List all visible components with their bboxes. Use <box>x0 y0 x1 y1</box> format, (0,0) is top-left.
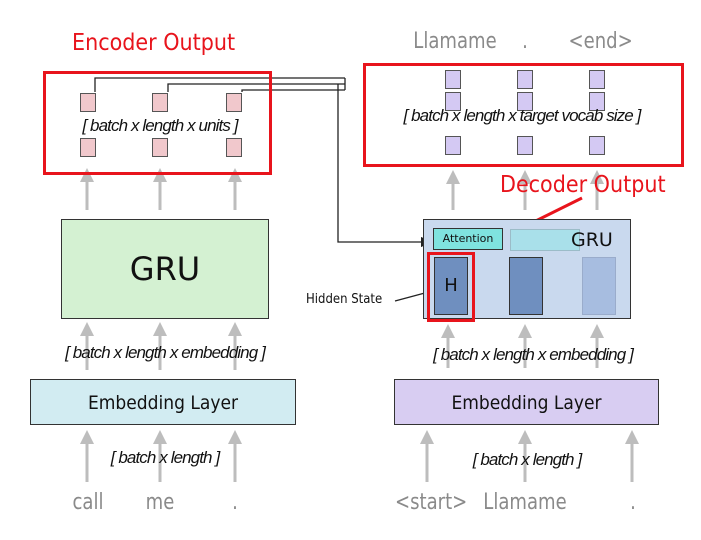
decoder-cell <box>589 92 605 111</box>
encoder-cell <box>80 138 96 157</box>
encoder-input-dims: [ batch x length ] <box>110 448 220 467</box>
decoder-input-token: . <box>630 490 636 515</box>
encoder-cell <box>152 138 168 157</box>
encoder-cell <box>226 138 242 157</box>
attention-box-faded <box>510 229 580 251</box>
encoder-input-arrows <box>80 430 242 482</box>
decoder-embedding-label: Embedding Layer <box>451 392 602 414</box>
decoder-embedding-layer: Embedding Layer <box>394 379 659 425</box>
decoder-input-token: Llamame <box>483 490 567 515</box>
decoder-cell <box>589 136 605 155</box>
decoder-input-token: <start> <box>395 490 468 515</box>
encoder-output-label: Encoder Output <box>72 30 236 56</box>
decoder-cell <box>517 70 533 89</box>
hidden-cell: H <box>434 257 468 315</box>
encoder-to-attention-lines <box>94 77 432 248</box>
decoder-output-highlight <box>363 63 684 167</box>
encoder-embed-dims: [ batch x length x embedding ] <box>65 343 266 362</box>
decoder-cell <box>517 92 533 111</box>
attention-box: Attention <box>433 228 503 250</box>
decoder-embed-dims: [ batch x length x embedding ] <box>433 345 634 364</box>
decoder-cell <box>445 70 461 89</box>
decoder-input-arrows <box>420 430 639 482</box>
decoder-cell <box>445 136 461 155</box>
decoder-output-token: . <box>522 29 528 54</box>
decoder-gru-block: Attention GRU H <box>423 219 631 319</box>
decoder-output-token: <end> <box>568 29 633 54</box>
encoder-cell <box>152 93 168 112</box>
encoder-output-dims: [ batch x length x units ] <box>82 116 238 135</box>
encoder-gru-arrows <box>80 168 242 210</box>
decoder-cell-block <box>509 257 543 315</box>
decoder-gru-label: GRU <box>571 229 613 251</box>
decoder-output-label: Decoder Output <box>500 172 666 198</box>
decoder-cell-block-faded <box>582 257 616 315</box>
encoder-cell <box>226 93 242 112</box>
decoder-embedding-arrows <box>441 324 604 368</box>
encoder-output-highlight <box>43 71 272 175</box>
decoder-cell <box>445 92 461 111</box>
encoder-embedding-label: Embedding Layer <box>87 392 239 414</box>
decoder-cell <box>589 70 605 89</box>
decoder-input-dims: [ batch x length ] <box>472 450 582 469</box>
encoder-cell <box>80 93 96 112</box>
encoder-input-token: . <box>232 490 238 515</box>
encoder-gru-block: GRU <box>61 219 269 319</box>
encoder-gru-label: GRU <box>129 250 201 288</box>
decoder-gru-arrows <box>446 170 604 210</box>
encoder-input-token: me <box>145 490 175 515</box>
encoder-embedding-layer: Embedding Layer <box>30 379 296 425</box>
hidden-state-label: Hidden State <box>306 292 383 307</box>
decoder-cell <box>517 136 533 155</box>
encoder-input-token: call <box>72 490 104 515</box>
decoder-output-token: Llamame <box>413 29 497 54</box>
encoder-embedding-arrows <box>80 322 242 370</box>
hidden-state-highlight <box>427 252 475 322</box>
decoder-output-dims: [ batch x length x target vocab size ] <box>403 106 641 125</box>
